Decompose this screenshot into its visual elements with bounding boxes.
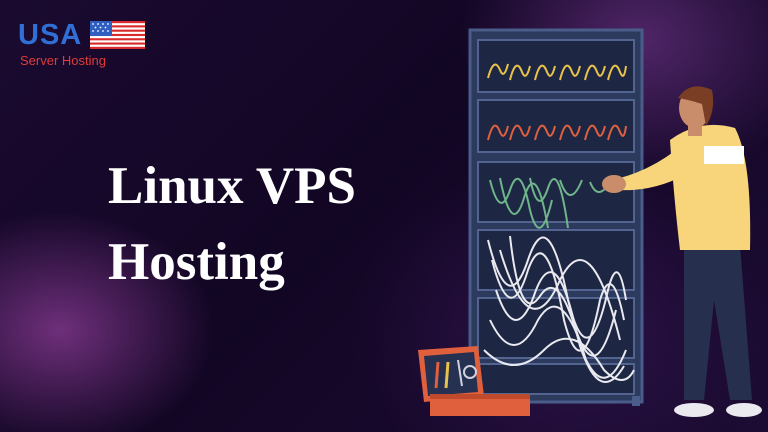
usa-server-hosting-logo[interactable]: USA Server Hosting	[18, 18, 148, 70]
logo-brand-text: USA	[18, 19, 83, 51]
technician-icon	[602, 86, 762, 417]
toolbox-icon	[418, 346, 530, 416]
title-line-1: Linux VPS	[108, 157, 356, 215]
server-rack-icon	[468, 28, 644, 406]
title-line-2: Hosting	[108, 233, 285, 291]
us-flag-icon	[90, 21, 145, 49]
page-title: Linux VPS Hosting	[108, 148, 356, 300]
logo-tagline: Server Hosting	[20, 53, 106, 68]
